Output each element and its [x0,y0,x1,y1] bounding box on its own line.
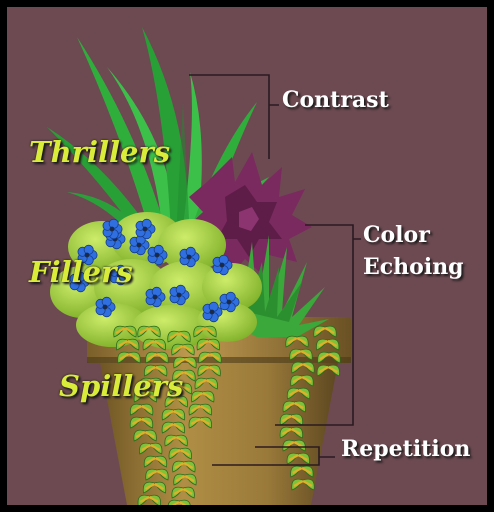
color-echoing-line-2: Echoing [363,251,464,283]
color-echoing-line-1: Color [363,219,464,251]
color-echoing-label: Color Echoing [363,219,464,283]
thrillers-label: Thrillers [29,135,170,169]
spillers-label: Spillers [59,369,183,403]
contrast-label: Contrast [282,87,389,113]
repetition-label: Repetition [341,436,470,462]
fillers-label: Fillers [29,255,133,289]
